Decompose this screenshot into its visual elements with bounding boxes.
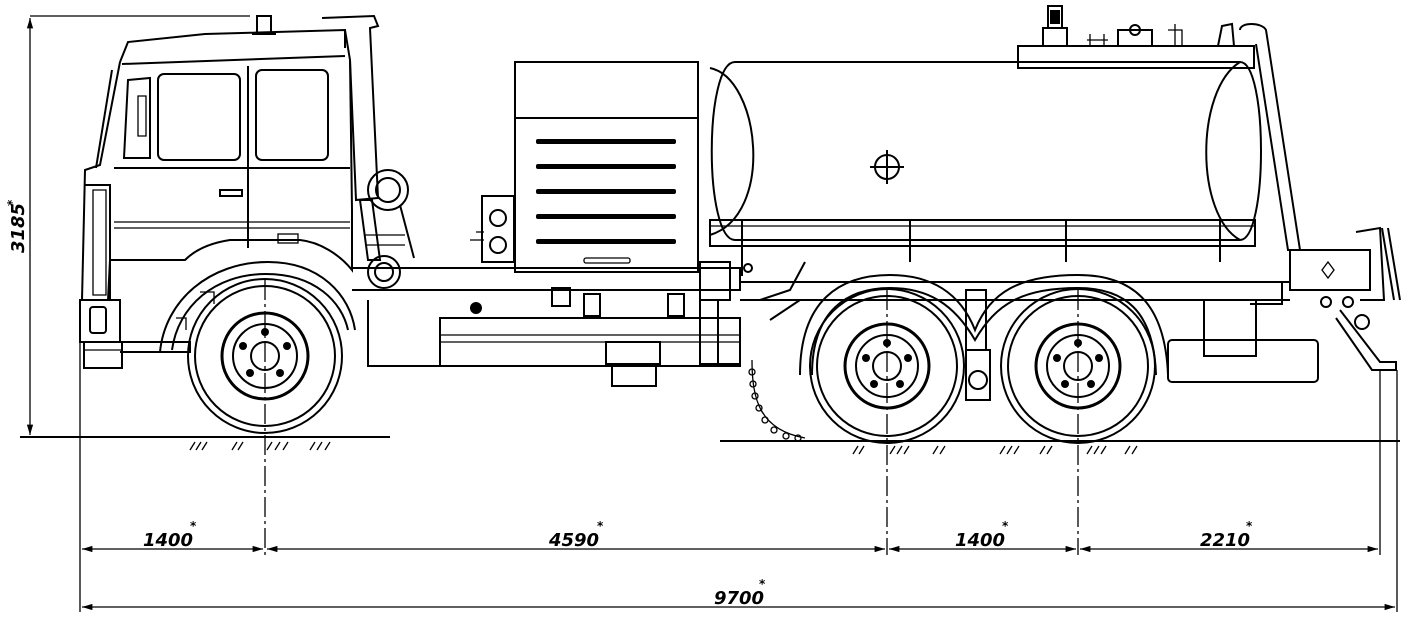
front-overhang-mark: * — [190, 519, 197, 533]
wheelbase-rear-mark: * — [1002, 519, 1009, 533]
cabinet-vents — [536, 139, 676, 244]
wheelbase-rear-dimension: 1400 — [955, 530, 1005, 551]
rear-overhang-mark: * — [1246, 519, 1253, 533]
height-dimension: 3185 — [8, 203, 29, 253]
dimension-lines — [26, 15, 1398, 612]
front-bumper — [79, 299, 121, 343]
height-mark: * — [5, 199, 19, 206]
front-overhang-dimension: 1400 — [143, 530, 193, 551]
axle-suspension — [965, 289, 991, 401]
wheelbase-front-dimension: 4590 — [548, 530, 599, 551]
rear-light-box — [1289, 249, 1371, 291]
equipment-cabinet — [514, 61, 699, 273]
pump-equipment — [358, 169, 515, 289]
rear-filler-pipe — [1239, 23, 1302, 251]
dimension-labels: 3185 * 1400 * 4590 * 1400 * 2210 * 9700 … — [5, 199, 1253, 609]
truck-cab — [79, 14, 380, 369]
rear-equipment — [1167, 226, 1401, 383]
rear-overhang-dimension: 2210 — [1200, 530, 1250, 551]
overall-length-dimension: 9700 — [714, 588, 764, 609]
wheelbase-front-mark: * — [597, 519, 604, 533]
rear-fenders — [799, 273, 1169, 376]
tank-top-walkway — [1017, 45, 1255, 69]
overall-length-mark: * — [759, 577, 766, 591]
door-handle — [219, 189, 243, 197]
chassis-frame — [352, 261, 1290, 442]
cab-rear-window — [255, 69, 329, 161]
ground-lines — [20, 436, 1400, 455]
headlight — [89, 306, 107, 334]
cab-door-window — [157, 73, 241, 161]
ground-chain — [751, 359, 806, 439]
water-tank — [709, 5, 1302, 276]
front-fender — [159, 260, 356, 353]
